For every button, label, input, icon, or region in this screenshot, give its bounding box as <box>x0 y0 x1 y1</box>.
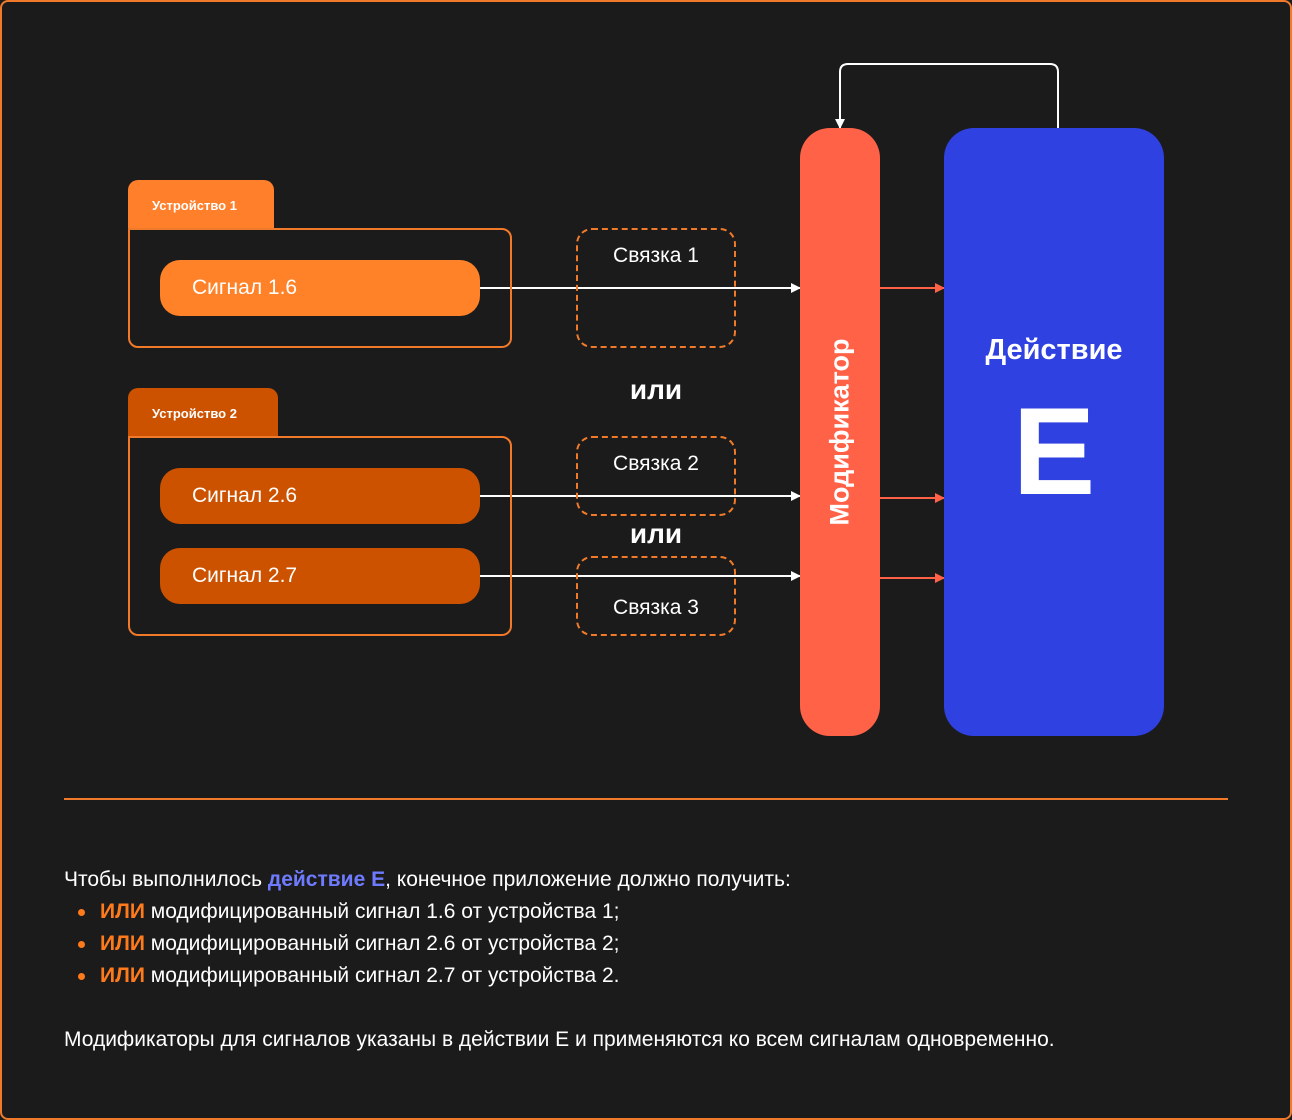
condition-keyword: ИЛИ <box>100 964 145 987</box>
device-1-label: Устройство 1 <box>152 197 237 213</box>
action-title: Действие <box>985 334 1123 366</box>
explanation: Чтобы выполнилось действие E, конечное п… <box>64 864 1234 1056</box>
binding-3: Связка 3 <box>576 556 736 636</box>
intro-suffix: , конечное приложение должно получить: <box>385 868 791 891</box>
modifier-label: Модификатор <box>824 338 855 526</box>
signal-1-6: Сигнал 1.6 <box>160 260 480 316</box>
divider <box>64 798 1228 800</box>
binding-1: Связка 1 <box>576 228 736 348</box>
action-block <box>944 128 1164 736</box>
device-1-tab: Устройство 1 <box>128 180 274 230</box>
intro-prefix: Чтобы выполнилось <box>64 868 268 891</box>
explanation-intro: Чтобы выполнилось действие E, конечное п… <box>64 864 1234 896</box>
action-letter: E <box>1012 383 1096 521</box>
signal-2-7-label: Сигнал 2.7 <box>192 564 298 587</box>
signal-2-6: Сигнал 2.6 <box>160 468 480 524</box>
device-2-label: Устройство 2 <box>152 405 237 421</box>
bullet-icon <box>78 909 85 916</box>
feedback-loop-arrow <box>835 63 1059 129</box>
condition-text: модифицированный сигнал 1.6 от устройств… <box>144 900 620 923</box>
bullet-icon <box>78 973 85 980</box>
footnote: Модификаторы для сигналов указаны в дейс… <box>64 1028 1055 1051</box>
signal-2-6-label: Сигнал 2.6 <box>192 484 298 507</box>
signal-1-6-label: Сигнал 1.6 <box>192 276 298 299</box>
list-item: ИЛИ модифицированный сигнал 2.7 от устро… <box>64 960 1234 992</box>
or-label-2: или <box>629 518 683 549</box>
device-2-box <box>128 436 512 636</box>
condition-keyword: ИЛИ <box>100 932 145 955</box>
list-item: ИЛИ модифицированный сигнал 2.6 от устро… <box>64 928 1234 960</box>
conditions-list: ИЛИ модифицированный сигнал 1.6 от устро… <box>64 896 1234 992</box>
list-item: ИЛИ модифицированный сигнал 1.6 от устро… <box>64 896 1234 928</box>
device-2-tab: Устройство 2 <box>128 388 278 438</box>
bullet-icon <box>78 941 85 948</box>
signal-2-7: Сигнал 2.7 <box>160 548 480 604</box>
condition-keyword: ИЛИ <box>100 900 145 923</box>
binding-2: Связка 2 <box>576 436 736 516</box>
binding-2-label: Связка 2 <box>613 452 699 475</box>
or-label-1: или <box>629 374 683 405</box>
device-1-box <box>128 228 512 348</box>
binding-1-label: Связка 1 <box>613 244 699 267</box>
condition-text: модифицированный сигнал 2.7 от устройств… <box>144 964 620 987</box>
intro-highlight: действие E <box>267 868 386 891</box>
binding-3-label: Связка 3 <box>613 596 699 619</box>
condition-text: модифицированный сигнал 2.6 от устройств… <box>144 932 620 955</box>
modifier-block <box>800 128 880 736</box>
